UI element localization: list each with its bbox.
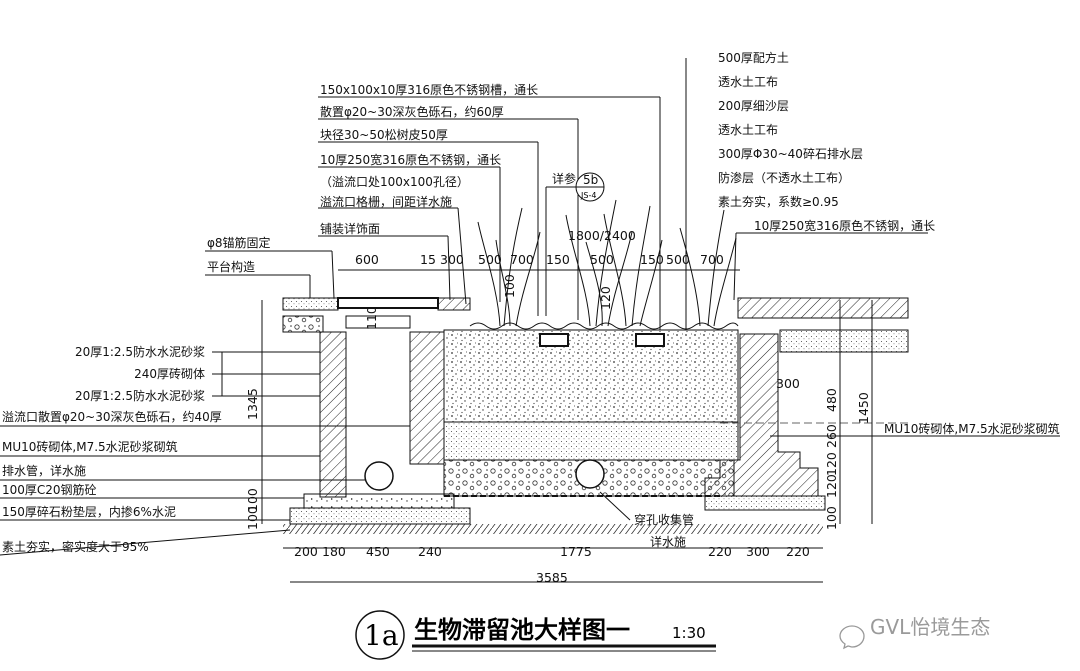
title-scale: 1:30 xyxy=(672,624,706,642)
watermark: GVL怡境生态 xyxy=(839,615,990,650)
top-label-2: 散置φ20~30深灰色砾石，约60厚 xyxy=(320,104,504,119)
left-label-8: 150厚碎石粉垫层，内掺6%水泥 xyxy=(2,504,176,519)
top-dimensions: 600 15 300 500 700 150 500 150 500 700 1… xyxy=(355,228,724,267)
right-wall-label: MU10砖砌体,M7.5水泥砂浆砌筑 xyxy=(884,421,1060,436)
right-layer-labels: 500厚配方土 透水土工布 200厚细沙层 透水土工布 300厚Φ30~40碎石… xyxy=(718,50,935,233)
detail-ref-num: 5b xyxy=(583,173,598,187)
pipe-label-ref: 详水施 xyxy=(650,534,686,549)
left-top-label-2: 平台构造 xyxy=(207,259,255,274)
detail-ref-prefix: 详参 xyxy=(552,171,576,186)
small-vertical-dims: 110 120 100 xyxy=(364,274,613,330)
top-dim-10: 700 xyxy=(700,252,724,267)
bottom-dim-4: 240 xyxy=(418,544,442,559)
vdim-2: 120 xyxy=(598,286,613,310)
right-dim-4: 120 xyxy=(824,452,839,476)
top-label-1: 150x100x10厚316原色不锈钢槽，通长 xyxy=(320,83,538,97)
bottom-dim-total: 3585 xyxy=(536,570,568,585)
detail-ref-sheet: JS-4 xyxy=(580,191,596,200)
pipe-label: 穿孔收集管 xyxy=(634,512,694,527)
top-dim-6: 150 xyxy=(546,252,570,267)
watermark-text: GVL怡境生态 xyxy=(870,615,990,639)
top-dim-7: 500 xyxy=(590,252,614,267)
top-dim-overall: 1800/2400 xyxy=(568,228,636,243)
top-label-7: 铺装详饰面 xyxy=(320,221,380,236)
top-label-5: （溢流口处100x100孔径） xyxy=(320,175,469,189)
left-label-6: 排水管，详水施 xyxy=(2,463,86,478)
detail-reference: 详参 5b JS-4 xyxy=(545,171,605,316)
right-layer-4: 透水土工布 xyxy=(718,123,778,137)
left-labels: 20厚1:2.5防水水泥砂浆 240厚砖砌体 20厚1:2.5防水水泥砂浆 溢流… xyxy=(2,344,222,554)
vdim-3: 100 xyxy=(502,274,517,298)
bottom-dim-8: 220 xyxy=(786,544,810,559)
right-dim-2: 480 xyxy=(824,388,839,412)
right-dim-total: 1450 xyxy=(856,392,871,424)
top-dim-4: 500 xyxy=(478,252,502,267)
bottom-dimensions: 200 180 450 240 1775 220 300 220 3585 xyxy=(294,544,810,585)
drawing-title: 1a 生物滞留池大样图一 1:30 xyxy=(355,610,716,660)
left-vertical-dim: 1345 xyxy=(245,388,260,420)
right-layer-2: 透水土工布 xyxy=(718,75,778,89)
right-dim-3: 260 xyxy=(824,424,839,448)
dimension-lines xyxy=(261,269,873,583)
bottom-dim-2: 180 xyxy=(322,544,346,559)
left-bottom-dim-2: 100 xyxy=(245,506,260,530)
right-layer-7: 素土夯实，系数≥0.95 xyxy=(718,194,839,209)
right-dim-1: 300 xyxy=(776,376,800,391)
right-layer-8: 10厚250宽316原色不锈钢，通长 xyxy=(754,218,935,233)
top-dim-5: 700 xyxy=(510,252,534,267)
top-dim-3: 300 xyxy=(440,252,464,267)
right-layer-6: 防渗层（不透水土工布） xyxy=(718,170,850,185)
left-label-2: 240厚砖砌体 xyxy=(134,366,205,381)
top-dim-8: 150 xyxy=(640,252,664,267)
bottom-dim-3: 450 xyxy=(366,544,390,559)
top-labels: 150x100x10厚316原色不锈钢槽，通长 散置φ20~30深灰色砾石，约6… xyxy=(320,83,538,236)
top-dim-1: 600 xyxy=(355,252,379,267)
right-layer-3: 200厚细沙层 xyxy=(718,99,789,113)
top-dim-2: 15 xyxy=(420,252,436,267)
top-label-3: 块径30~50松树皮50厚 xyxy=(320,127,448,142)
left-label-1: 20厚1:2.5防水水泥砂浆 xyxy=(75,344,205,359)
left-label-5: MU10砖砌体,M7.5水泥砂浆砌筑 xyxy=(2,439,178,454)
left-top-labels: φ8锚筋固定 平台构造 xyxy=(207,235,271,274)
structure xyxy=(282,297,910,534)
wechat-icon xyxy=(839,625,865,650)
left-label-9: 素土夯实，密实度大于95% xyxy=(2,539,149,554)
bottom-dim-5: 1775 xyxy=(560,544,592,559)
right-layer-1: 500厚配方土 xyxy=(718,50,789,65)
top-label-6: 溢流口格栅，间距详水施 xyxy=(320,194,452,209)
vdim-1: 110 xyxy=(364,306,379,330)
right-dim-5: 120 xyxy=(824,474,839,498)
top-label-4: 10厚250宽316原色不锈钢，通长 xyxy=(320,152,501,167)
leader-lines xyxy=(0,58,1060,556)
left-bottom-dim-1: 100 xyxy=(245,488,260,512)
bottom-dim-6: 220 xyxy=(708,544,732,559)
top-dim-9: 500 xyxy=(666,252,690,267)
right-layer-5: 300厚Φ30~40碎石排水层 xyxy=(718,146,863,161)
bottom-dim-7: 300 xyxy=(746,544,770,559)
left-label-4: 溢流口散置φ20~30深灰色砾石，约40厚 xyxy=(2,409,222,424)
right-dimensions: 300 480 260 120 120 100 1450 xyxy=(776,376,871,530)
bottom-dim-1: 200 xyxy=(294,544,318,559)
title-name: 生物滞留池大样图一 xyxy=(414,616,630,644)
right-dim-6: 100 xyxy=(824,506,839,530)
title-code: 1a xyxy=(364,619,399,652)
left-label-3: 20厚1:2.5防水水泥砂浆 xyxy=(75,388,205,403)
left-label-7: 100厚C20钢筋砼 xyxy=(2,482,97,497)
left-top-label-1: φ8锚筋固定 xyxy=(207,235,271,250)
